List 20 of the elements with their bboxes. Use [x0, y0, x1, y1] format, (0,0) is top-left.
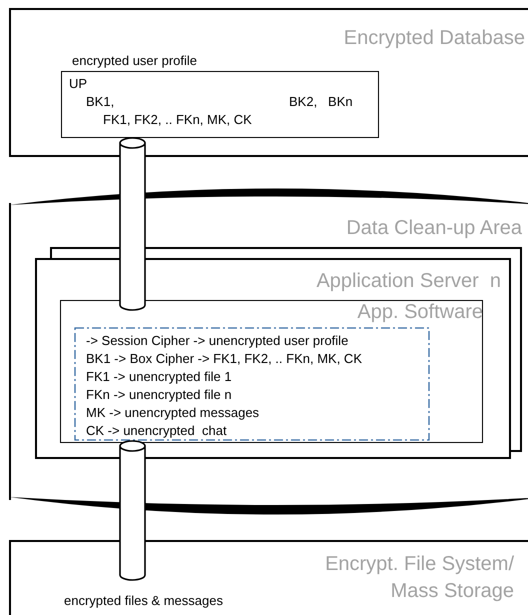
pipe-connector [119, 440, 146, 581]
key-label: BK2, BKn [289, 93, 354, 111]
mapping-line: -> Session Cipher -> unencrypted user profile [86, 332, 350, 350]
mapping-line: FKn -> unencrypted file n [86, 386, 233, 404]
db-box [9, 8, 528, 157]
key-label: FK1, FK2, .. FKn, MK, CK [103, 111, 253, 129]
area-title: Encrypt. File System/ Mass Storage [324, 552, 514, 604]
pipe-connector [119, 137, 146, 311]
mapping-line: MK -> unencrypted messages [86, 404, 260, 422]
storage-caption: encrypted files & messages [64, 592, 224, 610]
box-heading: encrypted user profile [72, 52, 198, 70]
software-box [60, 300, 483, 443]
mapping-line: CK -> unencrypted chat [86, 422, 228, 440]
area-title: Application Server n [315, 269, 501, 294]
key-label: UP [69, 75, 88, 93]
key-label: BK1, [86, 93, 116, 111]
area-title: Encrypted Database [342, 26, 525, 51]
mapping-line: FK1 -> unencrypted file 1 [86, 368, 233, 386]
mapping-line: BK1 -> Box Cipher -> FK1, FK2, .. FKn, MK, CK [86, 350, 363, 368]
area-title: Data Clean-up Area [345, 216, 522, 241]
